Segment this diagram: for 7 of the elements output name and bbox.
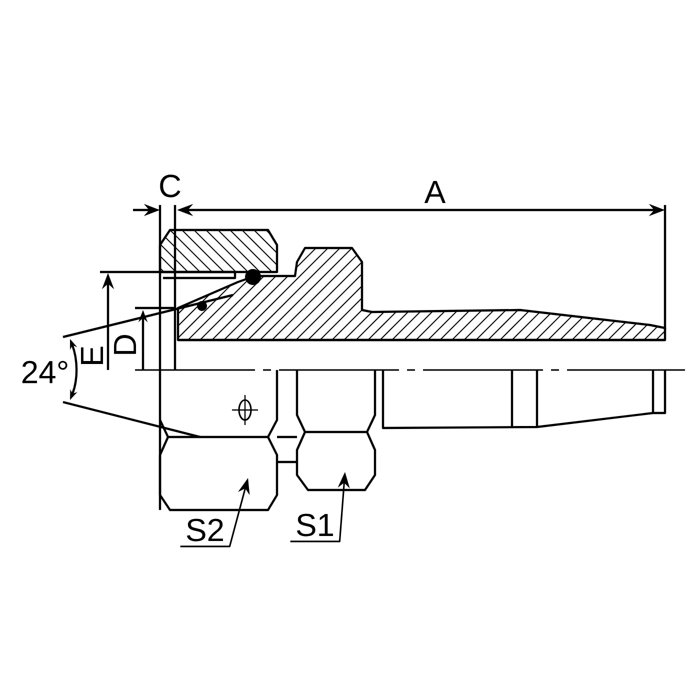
- part-label: S1: [296, 514, 333, 536]
- part-label: S2: [186, 518, 223, 542]
- dimension-label: A: [424, 181, 446, 203]
- dimension-label: D: [114, 334, 136, 354]
- dimension-label: E: [81, 346, 103, 364]
- dimension-label: C: [160, 174, 180, 198]
- angle-label: 24°: [22, 360, 68, 384]
